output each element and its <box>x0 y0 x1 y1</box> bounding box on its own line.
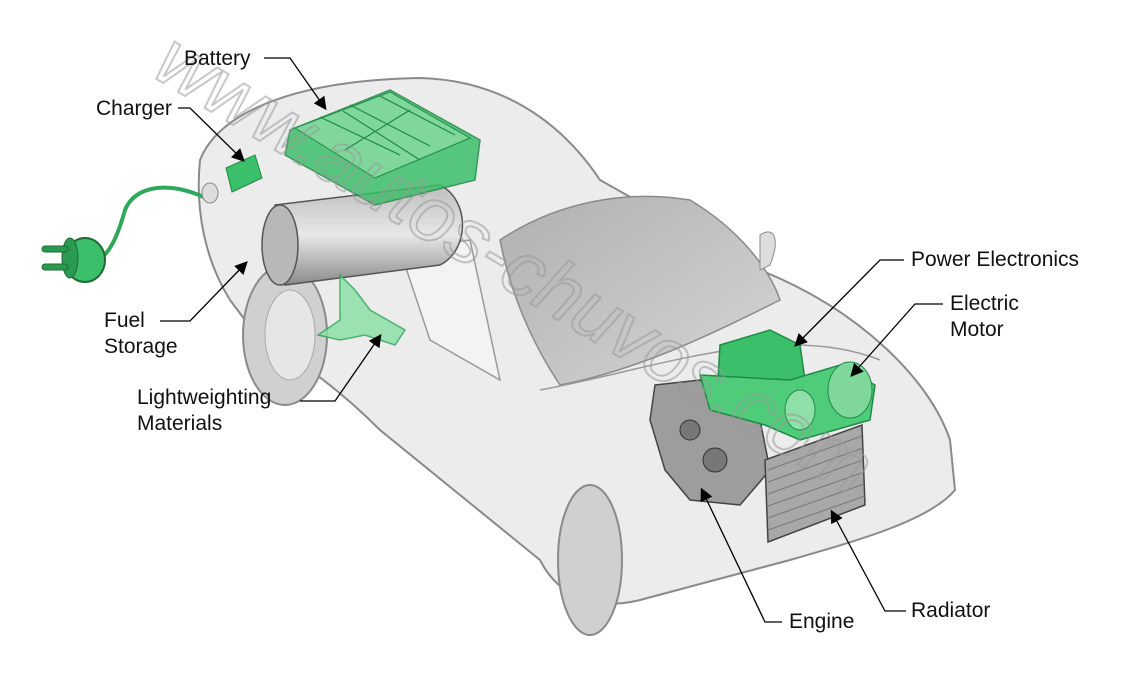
leader-lines <box>160 57 943 623</box>
fuel-tank <box>274 184 464 286</box>
label-radiator: Radiator <box>911 599 991 622</box>
label-electric-motor: Electric Motor <box>950 291 1019 343</box>
rear-wheel-hub <box>264 289 316 381</box>
label-engine: Engine <box>789 610 855 633</box>
battery-pack <box>284 89 481 206</box>
windshield <box>499 195 781 386</box>
fuel-tank-end <box>261 204 299 286</box>
charging-cable <box>94 185 211 264</box>
plug-icon <box>41 237 106 283</box>
label-battery: Battery <box>184 47 251 70</box>
label-lightweighting: Lightweighting Materials <box>137 385 271 437</box>
label-lightweighting-line2: Materials <box>137 412 223 435</box>
label-motor-line2: Motor <box>950 318 1004 341</box>
label-lightweighting-line1: Lightweighting <box>137 386 272 409</box>
hood-line <box>539 344 881 391</box>
label-motor-line1: Electric <box>950 292 1019 315</box>
label-fuel-storage: Fuel Storage <box>104 308 178 360</box>
charger-unit <box>225 154 263 193</box>
label-fuel-line2: Storage <box>104 335 178 358</box>
label-charger: Charger <box>96 97 172 120</box>
label-fuel-line1: Fuel <box>104 309 145 332</box>
charge-port <box>201 182 219 204</box>
mirror <box>759 231 776 271</box>
label-power-electronics: Power Electronics <box>911 248 1080 271</box>
front-wheel <box>557 484 623 636</box>
